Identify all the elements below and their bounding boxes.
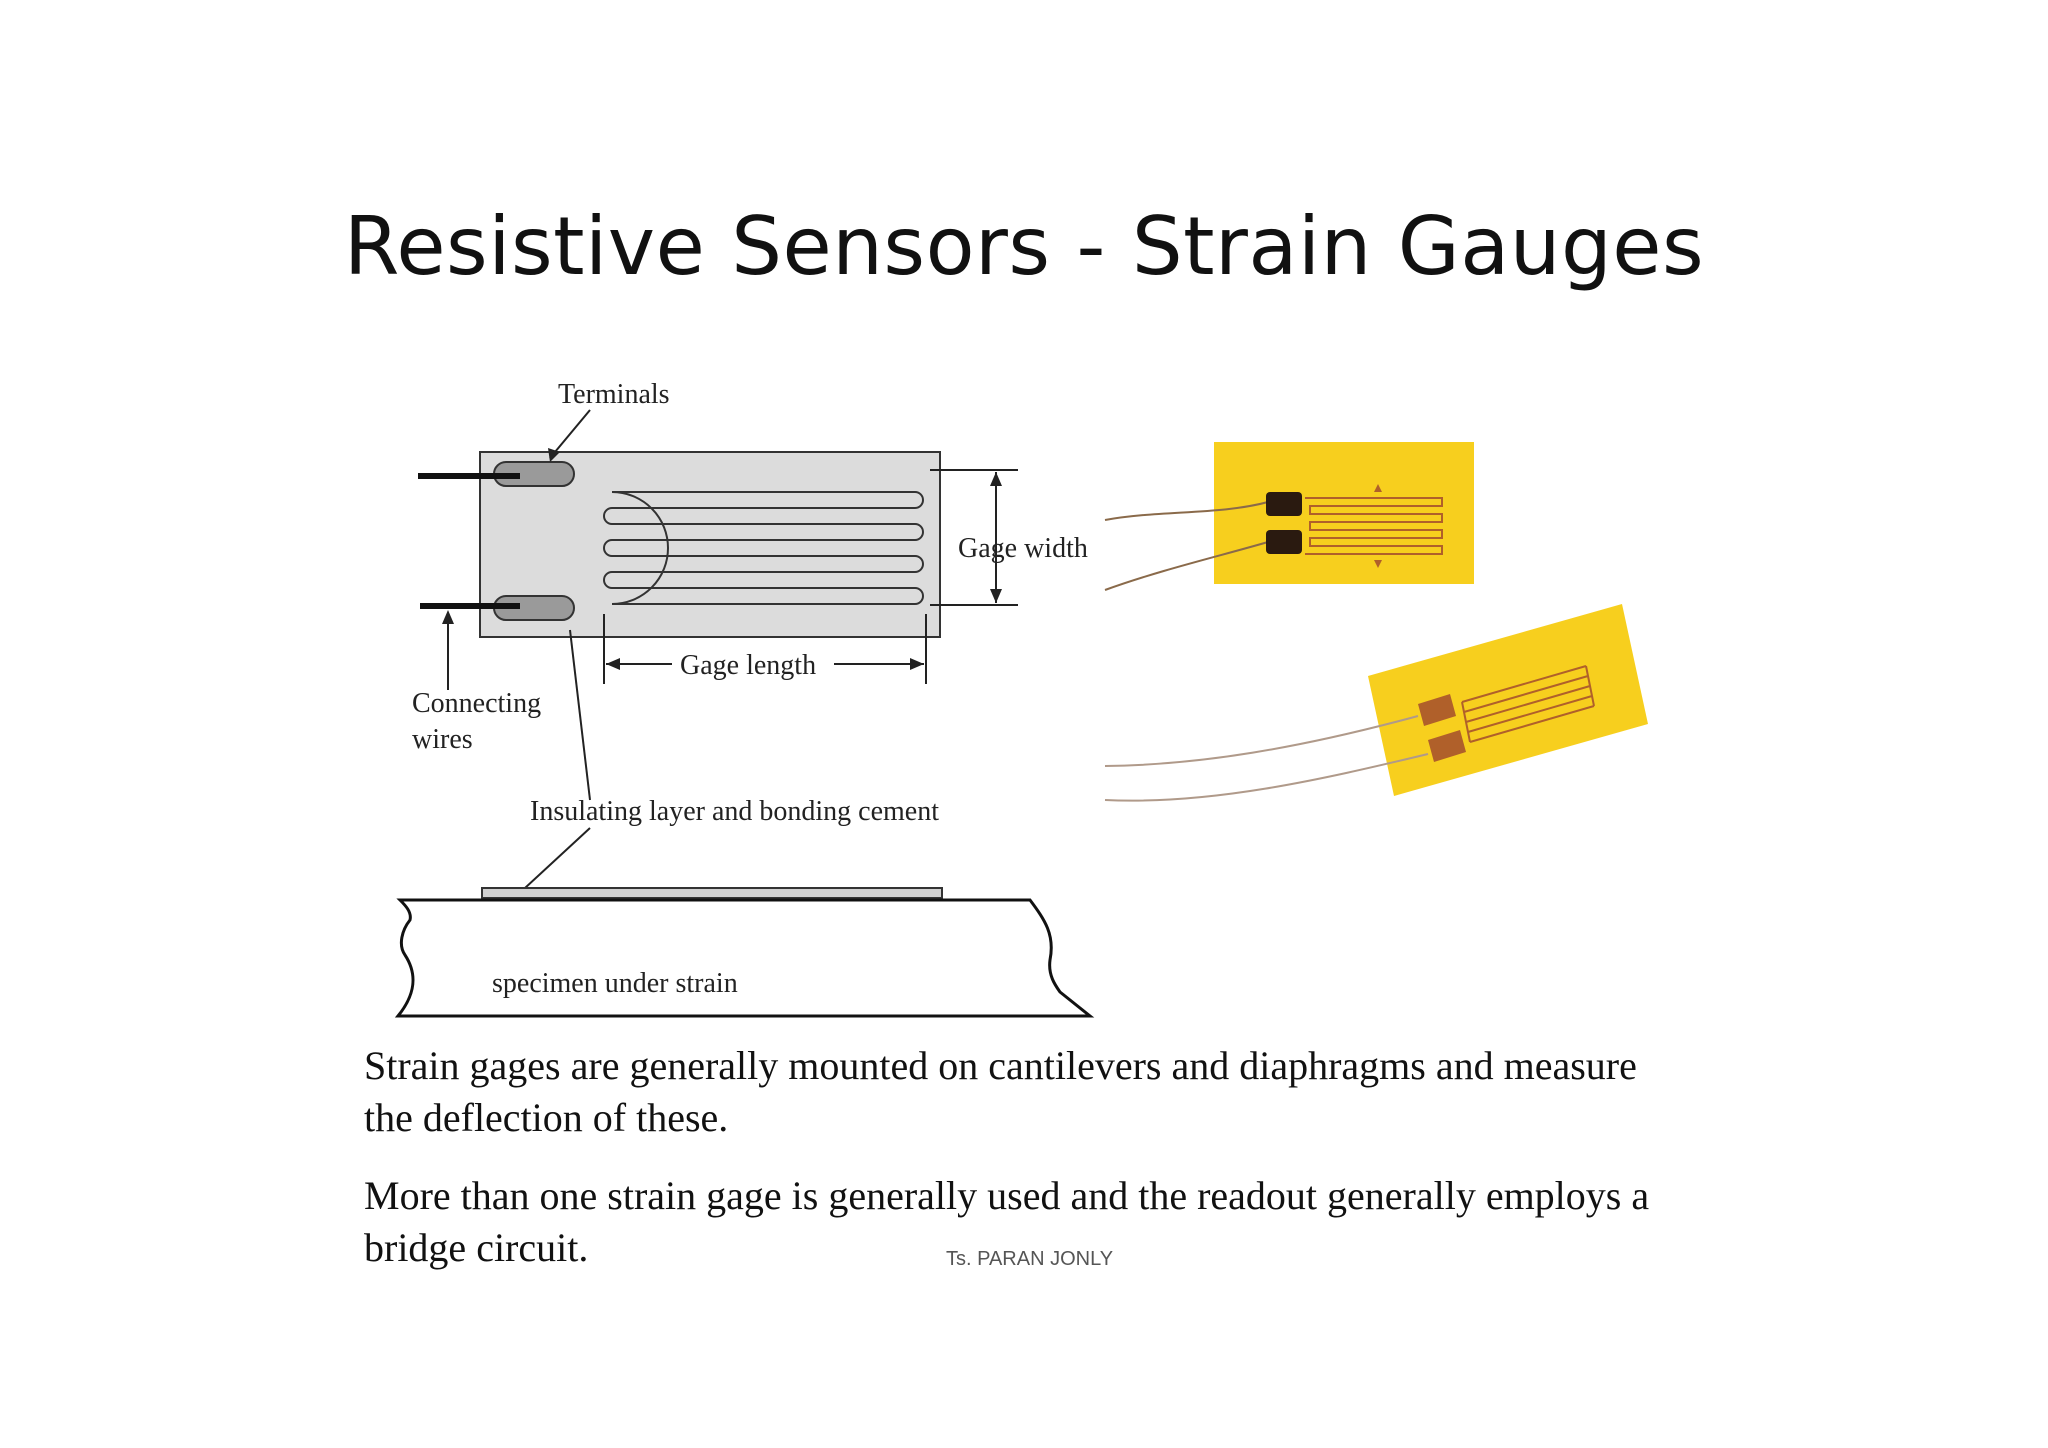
paragraph-2: More than one strain gage is generally u…: [364, 1173, 1650, 1270]
strain-gauge-photo-1: [1104, 442, 1474, 591]
label-wires: wires: [412, 724, 473, 755]
label-gage-width: Gage width: [958, 533, 1088, 564]
paragraph-1: Strain gages are generally mounted on ca…: [364, 1043, 1637, 1140]
label-connecting: Connecting: [412, 688, 541, 719]
strain-gauge-photo-2: [1104, 604, 1648, 802]
slide-title: Resistive Sensors - Strain Gauges: [343, 200, 1705, 293]
label-specimen: specimen under strain: [492, 968, 738, 999]
label-terminals: Terminals: [558, 379, 670, 410]
specimen: [394, 898, 1095, 1018]
gauge-grid: [603, 491, 924, 605]
label-gage-length: Gage length: [680, 650, 816, 681]
label-insulating-layer: Insulating layer and bonding cement: [530, 796, 939, 827]
footer-author: Ts. PARAN JONLY: [946, 1248, 1114, 1270]
insulating-layer: [481, 887, 943, 899]
